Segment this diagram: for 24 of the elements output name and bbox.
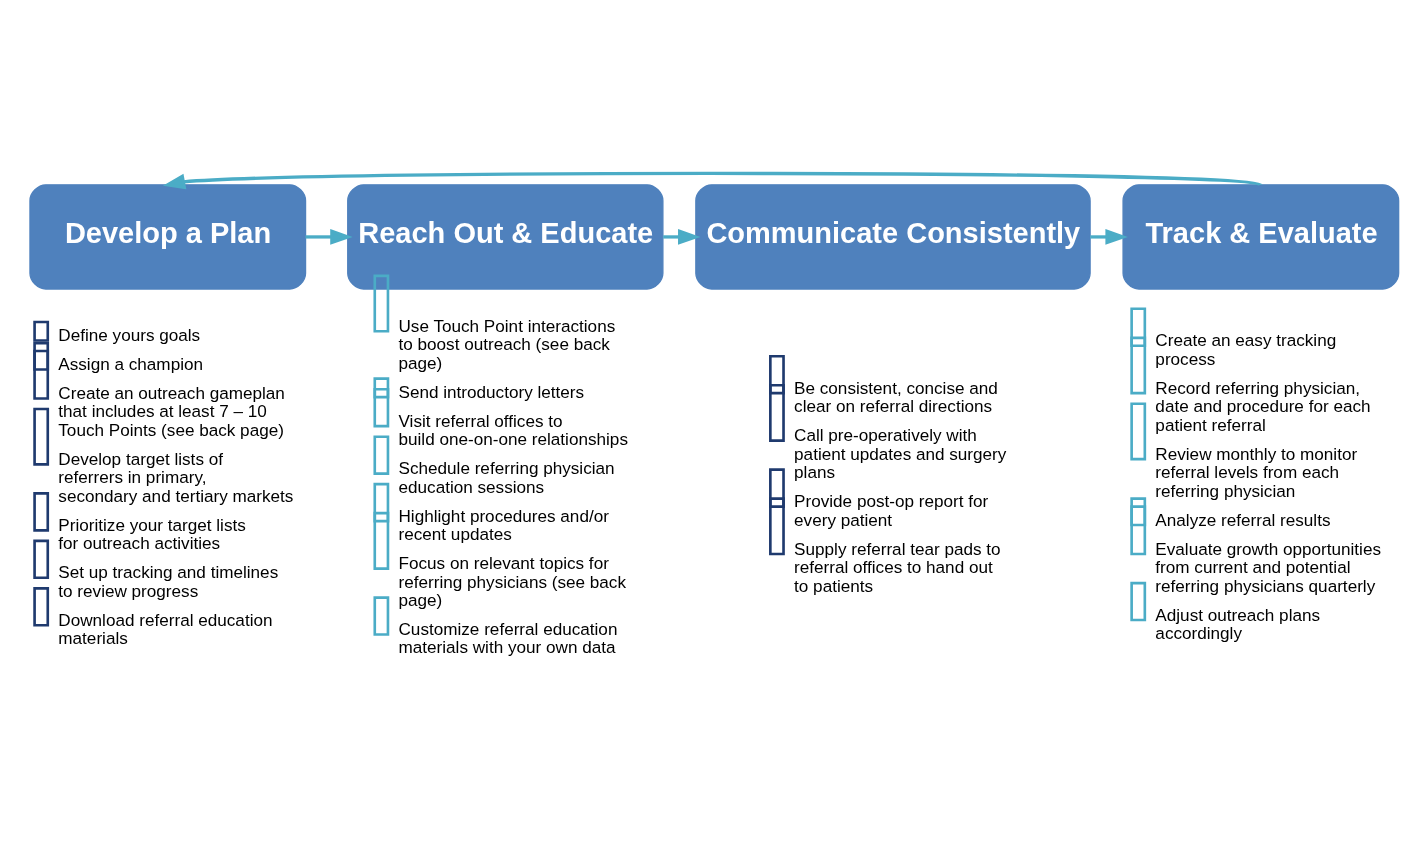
node-label: Schedule referring physician education sessions: [398, 458, 615, 497]
node-label: Highlight procedures and/or recent updates: [398, 505, 609, 545]
node-label: Record referring physician, date and procedure for each patient referral: [1155, 377, 1371, 435]
node-label: Adjust outreach plans accordingly: [1155, 604, 1321, 643]
node-label: Evaluate growth opportunities from current and potential referring physicians quarterly: [1155, 538, 1381, 596]
node-label: Prioritize your target lists for outreach activities: [58, 514, 246, 554]
node-label: Be consistent, concise and clear on referral directions: [794, 377, 998, 417]
node-label: Call pre-operatively with patient updates and surgery plans: [794, 425, 1007, 483]
node-label: Use Touch Point interactions to boost outreach (see back page): [398, 315, 616, 373]
node-label: Assign a champion: [58, 353, 204, 374]
node-label: Review monthly to monitor referral levels from each referring physician: [1155, 443, 1358, 501]
node-label: Focus on relevant topics for referring physicians (see back page): [398, 553, 626, 611]
node-label: Develop target lists of referrers in primary, secondary and tertiary markets: [58, 448, 294, 506]
node-label: Send introductory letters: [398, 381, 585, 402]
node-label: Provide post-op report for every patient: [794, 491, 989, 530]
node-label: Supply referral tear pads to referral offices to hand out to patients: [794, 538, 1001, 596]
node-label: Create an outreach gameplan that includes at least 7 – 10 Touch Points (see back page): [58, 382, 285, 440]
node-label: Download referral education materials: [58, 609, 273, 649]
node-label: Set up tracking and timelines to review progress: [58, 562, 279, 601]
node-label: Customize referral education materials with your own data: [398, 619, 618, 658]
node-label: Define yours goals: [58, 324, 201, 345]
node-label: Analyze referral results: [1155, 509, 1331, 530]
node-label: Create an easy tracking process: [1155, 330, 1337, 369]
node-label: Visit referral offices to build one-on-one relationships: [398, 410, 628, 450]
